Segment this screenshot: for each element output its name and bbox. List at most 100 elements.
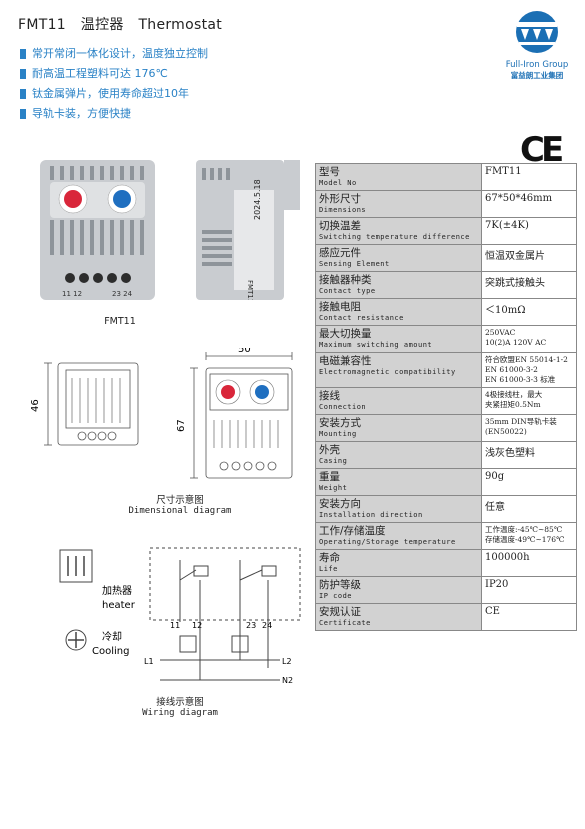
product-side-photo: 2024.5.18 FMT11 xyxy=(196,160,300,300)
spec-value: 7K(±4K) xyxy=(481,217,577,245)
wiring-caption: 接线示意图 Wiring diagram xyxy=(120,694,240,718)
spec-value-line: 35mm DIN导轨卡装 xyxy=(485,417,557,426)
dim-height-side: 46 xyxy=(30,399,41,412)
dimensional-caption-en: Dimensional diagram xyxy=(128,506,232,516)
spec-key-en: Dimensions xyxy=(319,206,367,214)
dim-height-front: 67 xyxy=(176,419,187,432)
side-label-model: FMT11 xyxy=(246,280,254,300)
spec-value-line: 250VAC xyxy=(485,328,516,337)
spec-key-en: Installation direction xyxy=(319,511,423,519)
spec-value-line: EN 61000-3-3 标准 xyxy=(485,375,556,384)
spec-key-en: Mounting xyxy=(319,430,357,438)
company-name-en: Full-Iron Group xyxy=(505,60,569,70)
terminal-label: 11 12 xyxy=(62,290,82,298)
bullet-icon xyxy=(20,69,26,79)
spec-value: IP20 xyxy=(481,576,577,604)
spec-value: 恒温双金属片 xyxy=(481,244,577,272)
feature-item: 常开常闭一体化设计，温度独立控制 xyxy=(20,44,208,64)
heater-label-en: heater xyxy=(102,600,136,611)
line-n2: N2 xyxy=(282,676,293,685)
spec-key-en: Life xyxy=(319,565,338,573)
spec-key-cn: 外形尺寸 xyxy=(319,193,361,205)
spec-value: 35mm DIN导轨卡装(EN50022) xyxy=(481,414,577,442)
cooling-label-en: Cooling xyxy=(92,646,129,657)
bullet-icon xyxy=(20,109,26,119)
spec-key-en: Connection xyxy=(319,403,367,411)
spec-key-en: Maximum switching amount xyxy=(319,341,433,349)
spec-value: FMT11 xyxy=(481,163,577,191)
spec-key-cn: 重量 xyxy=(319,471,340,483)
spec-value: 67*50*46mm xyxy=(481,190,577,218)
spec-value-line: 4极接线柱，最大 xyxy=(485,390,543,399)
spec-key-en: IP code xyxy=(319,592,353,600)
spec-value-line: (EN50022) xyxy=(485,427,527,436)
spec-key-en: Operating/Storage temperature xyxy=(319,538,456,546)
spec-value-line: 10(2)A 120V AC xyxy=(485,338,547,347)
line-l2: L2 xyxy=(282,657,292,666)
company-name-cn: 富益朗工业集团 xyxy=(510,71,564,80)
spec-value-line: 工作温度:-45℃~85℃ xyxy=(485,525,563,534)
terminal-24: 24 xyxy=(262,621,272,630)
feature-item: 耐高温工程塑料可达 176℃ xyxy=(20,64,208,84)
spec-key-cn: 切换温差 xyxy=(319,220,361,232)
wiring-diagram: 加热器 heater 冷却 Cooling 11 12 23 24 L1 L2 … xyxy=(59,547,301,685)
spec-key-cn: 寿命 xyxy=(319,552,340,564)
spec-value: 任意 xyxy=(481,495,577,523)
spec-key-cn: 接触器种类 xyxy=(319,274,372,286)
spec-key-en: Contact resistance xyxy=(319,314,404,322)
terminal-label: 23 24 xyxy=(112,290,133,298)
spec-value: 100000h xyxy=(481,549,577,577)
page-title: FMT11 温控器 Thermostat xyxy=(18,14,232,34)
spec-key-en: Certificate xyxy=(319,619,371,627)
spec-key-en: Electromagnetic compatibility xyxy=(319,368,456,376)
spec-key-cn: 外壳 xyxy=(319,444,340,456)
spec-key-en: Weight xyxy=(319,484,348,492)
spec-key-cn: 最大切换量 xyxy=(319,328,372,340)
spec-key-en: Switching temperature difference xyxy=(319,233,470,241)
spec-key-cn: 型号 xyxy=(319,166,340,178)
bullet-icon xyxy=(20,89,26,99)
photo-caption: FMT11 xyxy=(104,316,136,327)
spec-value-line: EN 61000-3-2 xyxy=(485,365,538,374)
spec-value-line: 存储温度-49℃~176℃ xyxy=(485,535,565,544)
company-logo-icon xyxy=(516,11,558,53)
wiring-caption-cn: 接线示意图 xyxy=(156,697,204,708)
cooling-label-cn: 冷却 xyxy=(102,630,122,643)
spec-key-cn: 防护等级 xyxy=(319,579,361,591)
spec-key-cn: 安装方向 xyxy=(319,498,361,510)
spec-value: ＜10mΩ xyxy=(481,298,577,326)
spec-value: 突跳式接触头 xyxy=(481,271,577,299)
spec-key-en: Contact type xyxy=(319,287,376,295)
terminal-12: 12 xyxy=(192,621,202,630)
spec-key-en: Model No xyxy=(319,179,357,187)
spec-key-cn: 接触电阻 xyxy=(319,301,361,313)
terminal-23: 23 xyxy=(246,621,256,630)
dim-width: 50 xyxy=(238,348,251,355)
